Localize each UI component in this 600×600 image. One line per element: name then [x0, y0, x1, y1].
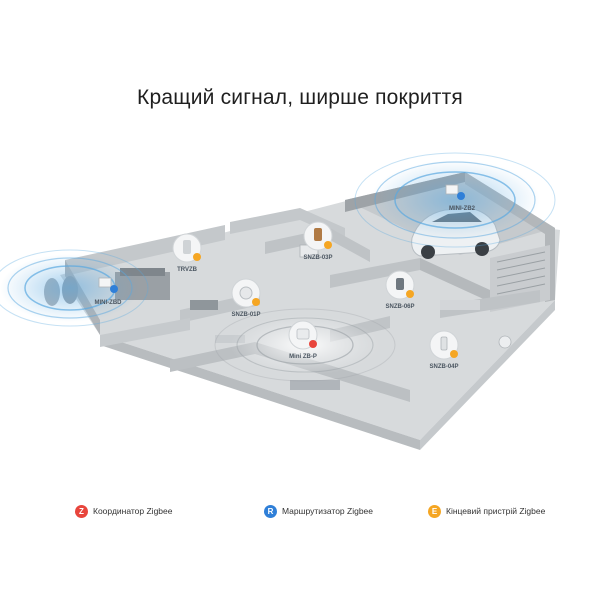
radiator-valve-icon: [183, 240, 191, 254]
legend-item-router: R Маршрутизатор Zigbee: [264, 503, 373, 519]
device-snzb-06p: SNZB-06P: [385, 270, 415, 310]
end-device-icon: E: [428, 504, 441, 518]
router-badge: [110, 285, 118, 293]
device-label: Mini ZB-P: [289, 354, 317, 360]
house-scene: TRVZB SNZB-03P MINI-ZB2 MINI-ZBD SNZB-01…: [0, 152, 560, 450]
end-device-badge: [193, 253, 201, 261]
hub-icon: [296, 328, 310, 340]
legend-label: Кінцевий пристрій Zigbee: [446, 506, 546, 516]
device-mini-zb-p: Mini ZB-P: [288, 320, 318, 360]
door-sensor-icon: [440, 336, 448, 351]
end-device-badge: [406, 290, 414, 298]
legend-label: Координатор Zigbee: [93, 506, 173, 516]
device-snzb-04p: SNZB-04P: [429, 330, 459, 370]
device-label: TRVZB: [177, 267, 198, 273]
device-label: MINI-ZB2: [449, 206, 476, 212]
relay-switch-icon: [98, 277, 112, 288]
legend-label: Маршрутизатор Zigbee: [282, 506, 374, 516]
device-label: SNZB-06P: [385, 304, 414, 310]
device-label: SNZB-03P: [303, 255, 332, 261]
device-snzb-01p: SNZB-01P: [231, 278, 261, 318]
device-mini-zb2: MINI-ZB2: [445, 184, 476, 212]
coordinator-badge: [309, 340, 317, 348]
button-icon: [239, 286, 253, 300]
device-mini-zbd: MINI-ZBD: [95, 277, 123, 306]
garage-door: [496, 251, 546, 295]
coordinator-icon: Z: [75, 504, 88, 518]
device-trvzb: TRVZB: [172, 233, 202, 273]
end-device-badge: [324, 241, 332, 249]
motion-sensor-icon: [314, 228, 322, 241]
router-badge: [457, 192, 465, 200]
signal-waves-left: [0, 249, 149, 327]
end-device-badge: [252, 298, 260, 306]
router-icon: R: [264, 504, 277, 518]
device-snzb-03p: SNZB-03P: [303, 221, 333, 261]
page-title: Кращий сигнал, ширше покриття: [137, 86, 463, 109]
presence-sensor-icon: [396, 278, 404, 290]
device-label: MINI-ZBD: [95, 300, 123, 306]
device-label: SNZB-01P: [231, 312, 260, 318]
legend-item-end-device: E Кінцевий пристрій Zigbee: [428, 503, 545, 519]
device-label: SNZB-04P: [429, 364, 458, 370]
legend-item-coordinator: Z Координатор Zigbee: [75, 503, 172, 519]
signal-waves-garage: [354, 152, 556, 248]
end-device-badge: [450, 350, 458, 358]
relay-switch-icon: [445, 184, 459, 195]
